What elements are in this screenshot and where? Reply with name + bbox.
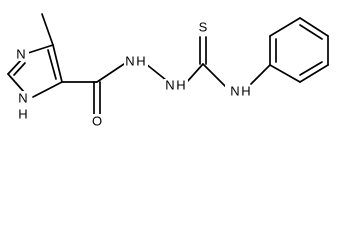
bond-ph-3 [299, 17, 329, 37]
bonds [7, 13, 329, 115]
svg-text:N: N [230, 83, 239, 98]
bond-c-ch3 [41, 13, 54, 46]
chemical-structure: N N H O N H N H S N H [7, 13, 329, 128]
bond-ph-5-inner [299, 61, 323, 76]
bond-c-n-top [24, 44, 54, 55]
svg-text:N: N [125, 53, 134, 68]
bond-nh3-ph [250, 64, 271, 85]
svg-text:N: N [16, 46, 25, 61]
svg-text:O: O [92, 113, 102, 128]
svg-text:H: H [136, 53, 145, 68]
bond-ph-3-inner [299, 24, 323, 40]
bond-ch-nh [7, 73, 25, 93]
svg-text:H: H [241, 83, 250, 98]
bond-nh1-nh2 [145, 63, 167, 81]
atom-nh-3: N H [225, 83, 253, 99]
atom-s: S [196, 19, 210, 36]
bond-c-nh3 [202, 63, 227, 88]
atom-labels: N N H O N H N H S N H [15, 19, 253, 128]
atom-nh-1: N H [124, 53, 148, 69]
bond-nh-c [32, 81, 63, 98]
svg-text:N: N [165, 77, 174, 92]
svg-text:H: H [18, 106, 27, 121]
bond-c-c-double [52, 44, 63, 83]
bond-nh2-c [185, 63, 204, 84]
bond-n-top-ch-double-inner [13, 62, 26, 76]
atom-o: O [90, 113, 104, 128]
svg-text:S: S [199, 19, 208, 34]
bond-c-nh1 [96, 63, 125, 83]
bond-ph-6 [269, 64, 301, 83]
atom-n-ring-top: N [15, 46, 29, 61]
atom-nh-2: N H [164, 77, 188, 93]
svg-text:H: H [176, 77, 185, 92]
bond-ph-5 [299, 64, 329, 83]
atom-nh-ring: N H [15, 90, 31, 121]
bond-n-top-ch-double [7, 58, 23, 75]
bond-c-c-double-inner [47, 49, 57, 80]
svg-text:N: N [18, 90, 27, 105]
bond-ph-2 [269, 17, 301, 37]
